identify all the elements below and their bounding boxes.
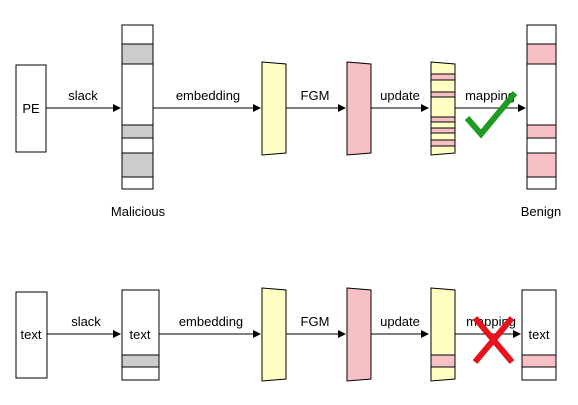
updated-vector (430, 61, 456, 156)
pink-section (430, 91, 456, 98)
pink-section (430, 116, 456, 123)
benign-bar (526, 24, 557, 190)
pink-gradient-vector-bottom (346, 287, 372, 382)
text-slack-label: text (130, 327, 151, 342)
cross-icon (472, 316, 515, 364)
check-icon (464, 91, 518, 139)
text-output-box (521, 289, 557, 381)
pink-section (430, 139, 456, 147)
pink-section (526, 43, 557, 65)
top-row: PE slack Malicious embedding FGM update (15, 24, 561, 219)
bottom-row: text slack text embedding FGM update ma (15, 287, 557, 382)
gray-section (121, 43, 154, 65)
pink-section (521, 354, 557, 368)
pink-section (430, 73, 456, 81)
gray-section (121, 354, 160, 368)
malicious-caption: Malicious (111, 204, 166, 219)
pink-section (430, 354, 456, 368)
slack-label: slack (68, 88, 98, 103)
yellow-embedding-vector-bottom (261, 287, 287, 382)
yellow-embedding-vector (261, 61, 287, 156)
fgm-label-bottom: FGM (301, 314, 330, 329)
gray-section (121, 152, 154, 178)
embedding-label-bottom: embedding (179, 314, 243, 329)
embedding-label: embedding (176, 88, 240, 103)
pink-gradient-vector (346, 61, 372, 156)
updated-vector-bottom (430, 287, 456, 382)
text-output-label: text (529, 327, 550, 342)
malicious-bar (121, 24, 154, 190)
fgm-label: FGM (301, 88, 330, 103)
pe-box (15, 64, 47, 153)
gray-section (121, 124, 154, 139)
mapping-label: mapping (465, 88, 515, 103)
update-label-bottom: update (380, 314, 420, 329)
slack-label-bottom: slack (71, 314, 101, 329)
pink-section (526, 152, 557, 178)
pink-section (526, 124, 557, 139)
text-slack-box (121, 289, 160, 381)
text-input-label: text (21, 327, 42, 342)
pe-label: PE (22, 101, 40, 116)
update-label: update (380, 88, 420, 103)
pink-section (430, 127, 456, 134)
benign-caption: Benign (521, 204, 561, 219)
text-input-box (15, 291, 48, 379)
